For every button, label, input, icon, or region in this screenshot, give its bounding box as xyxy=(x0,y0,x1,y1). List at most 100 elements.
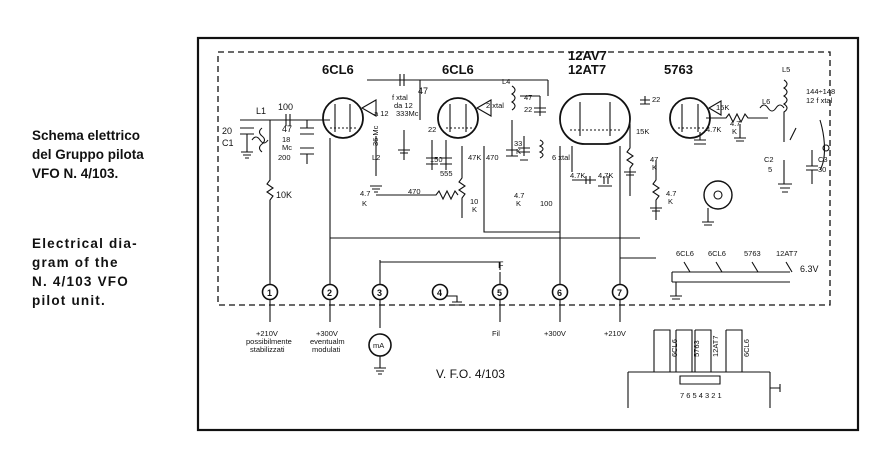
label-c18-unit: Mc xyxy=(282,143,292,152)
label-r33: 33 xyxy=(514,139,522,148)
terminal-4: 4 xyxy=(437,288,442,298)
label-l6: L6 xyxy=(762,97,770,106)
label-r47-c: 4.7 xyxy=(514,191,524,200)
label-c47b: 47 xyxy=(524,93,532,102)
label-r47k-e: 4.7K xyxy=(598,171,613,180)
label-l2: L2 xyxy=(372,153,380,162)
terminal-7: 7 xyxy=(617,288,622,298)
terminal-1-note-a: possibilmente xyxy=(246,337,292,346)
label-2xtal: 2 xtal xyxy=(486,101,504,110)
caption-italian: Schema elettrico del Gruppo pilota VFO N… xyxy=(32,126,192,183)
label-c22a: 22 xyxy=(428,125,436,134)
label-c47top: 47 xyxy=(418,86,428,96)
label-c47a: 47 xyxy=(282,124,292,134)
shield-box xyxy=(217,51,831,306)
label-r47-b: 4.7 xyxy=(360,189,370,198)
tube-label-v3b: 12AT7 xyxy=(568,62,606,77)
caption-line: del Gruppo pilota xyxy=(32,147,144,162)
outer-frame xyxy=(196,36,860,432)
heater-voltage: 6.3V xyxy=(800,264,819,274)
heater-label-t4: 12AT7 xyxy=(776,249,798,258)
label-r47-b-unit: K xyxy=(362,199,367,208)
crystal-selector xyxy=(703,180,733,210)
label-r47-g: 4.7 xyxy=(666,189,676,198)
label-r470a: 470 xyxy=(408,187,421,196)
caption-line: Schema elettrico xyxy=(32,128,141,143)
terminal-6: 6 xyxy=(557,288,562,298)
caption-line: VFO N. 4/103. xyxy=(32,166,119,181)
label-c2-value: 5 xyxy=(768,165,772,174)
terminal-2-voltage: +300V xyxy=(316,329,338,338)
label-l5: L5 xyxy=(782,65,790,74)
chassis-pins: 7 6 5 4 3 2 1 xyxy=(680,391,722,400)
label-r33-unit: K xyxy=(516,147,521,156)
label-l4: L4 xyxy=(502,77,510,86)
tube-v3 xyxy=(559,93,631,145)
label-r470b: 470 xyxy=(486,153,499,162)
chassis-tube-4: 6CL6 xyxy=(742,339,751,357)
label-c100: 100 xyxy=(278,102,293,112)
chassis-tube-3: 12AT7 xyxy=(711,335,720,357)
label-r10-unit: K xyxy=(472,205,477,214)
label-r47-f: 47 xyxy=(650,155,658,164)
label-fxtal: f xtal xyxy=(392,93,408,102)
terminal-5: 5 xyxy=(497,288,502,298)
tube-label-v1: 6CL6 xyxy=(322,62,354,77)
label-r47-f-unit: K xyxy=(652,163,657,172)
terminal-3: 3 xyxy=(377,288,382,298)
tube-label-v3a: 12AV7 xyxy=(568,48,607,63)
terminal-2-note-b: modulati xyxy=(312,345,341,354)
heater-label-t3: 5763 xyxy=(744,249,761,258)
tube-v2 xyxy=(437,97,492,139)
label-r10k: 10K xyxy=(276,190,292,200)
label-6xtal: 6 xtal xyxy=(552,153,570,162)
label-r47-i-unit: K xyxy=(732,127,737,136)
terminal-1-note-b: stabilizzati xyxy=(250,345,285,354)
caption-english: Electrical dia- gram of the N. 4/103 VFO… xyxy=(32,234,192,310)
label-c20: 20 xyxy=(222,126,232,136)
heater-label-t2: 6CL6 xyxy=(708,249,726,258)
meter-label: mA xyxy=(373,341,384,350)
label-c22b: 22 xyxy=(524,105,532,114)
label-c2: C2 xyxy=(764,155,774,164)
label-freq: 144÷148 xyxy=(806,87,835,96)
label-fxtal-da12: da 12 xyxy=(394,101,413,110)
label-c3: C3 xyxy=(818,155,828,164)
label-c150: 150 xyxy=(430,155,443,164)
terminal-2: 2 xyxy=(327,288,332,298)
label-r15k: 15K xyxy=(716,103,729,112)
terminal-1: 1 xyxy=(267,288,272,298)
heater-label-t1: 6CL6 xyxy=(676,249,694,258)
tube-v1 xyxy=(322,97,377,139)
label-r10: 10 xyxy=(470,197,478,206)
terminal-2-note-a: eventualm xyxy=(310,337,345,346)
label-fxtal12: 12 f xtal xyxy=(806,96,833,105)
terminal-7-voltage: +210V xyxy=(604,329,626,338)
caption-line: N. 4/103 VFO xyxy=(32,274,129,289)
diagram-title: V. F.O. 4/103 xyxy=(436,367,505,381)
label-l1: L1 xyxy=(256,106,266,116)
terminal-6-voltage: +300V xyxy=(544,329,566,338)
label-c22c: 22 xyxy=(652,95,660,104)
label-r100: 100 xyxy=(540,199,553,208)
label-r47k-h: 4.7K xyxy=(706,125,721,134)
tube-label-v2: 6CL6 xyxy=(442,62,474,77)
label-36mc: 36 Mc xyxy=(371,125,380,146)
terminal-5-label: Fil xyxy=(492,329,500,338)
chassis-sketch xyxy=(627,329,781,408)
label-c18: 18 xyxy=(282,135,290,144)
terminal-1-voltage: +210V xyxy=(256,329,278,338)
label-c3-value: 30 xyxy=(818,165,826,174)
label-c1: C1 xyxy=(222,138,234,148)
caption-line: pilot unit. xyxy=(32,293,106,308)
label-333mc: 333Mc xyxy=(396,109,419,118)
label-r47k-v: 47K xyxy=(468,153,481,162)
label-r47k-d: 4.7K xyxy=(570,171,585,180)
label-r15k-v: 15K xyxy=(636,127,649,136)
tube-label-v4: 5763 xyxy=(664,62,693,77)
label-a12: a 12 xyxy=(374,109,389,118)
label-c555: 555 xyxy=(440,169,453,178)
label-r47-c-unit: K xyxy=(516,199,521,208)
f-label: F xyxy=(498,260,504,270)
